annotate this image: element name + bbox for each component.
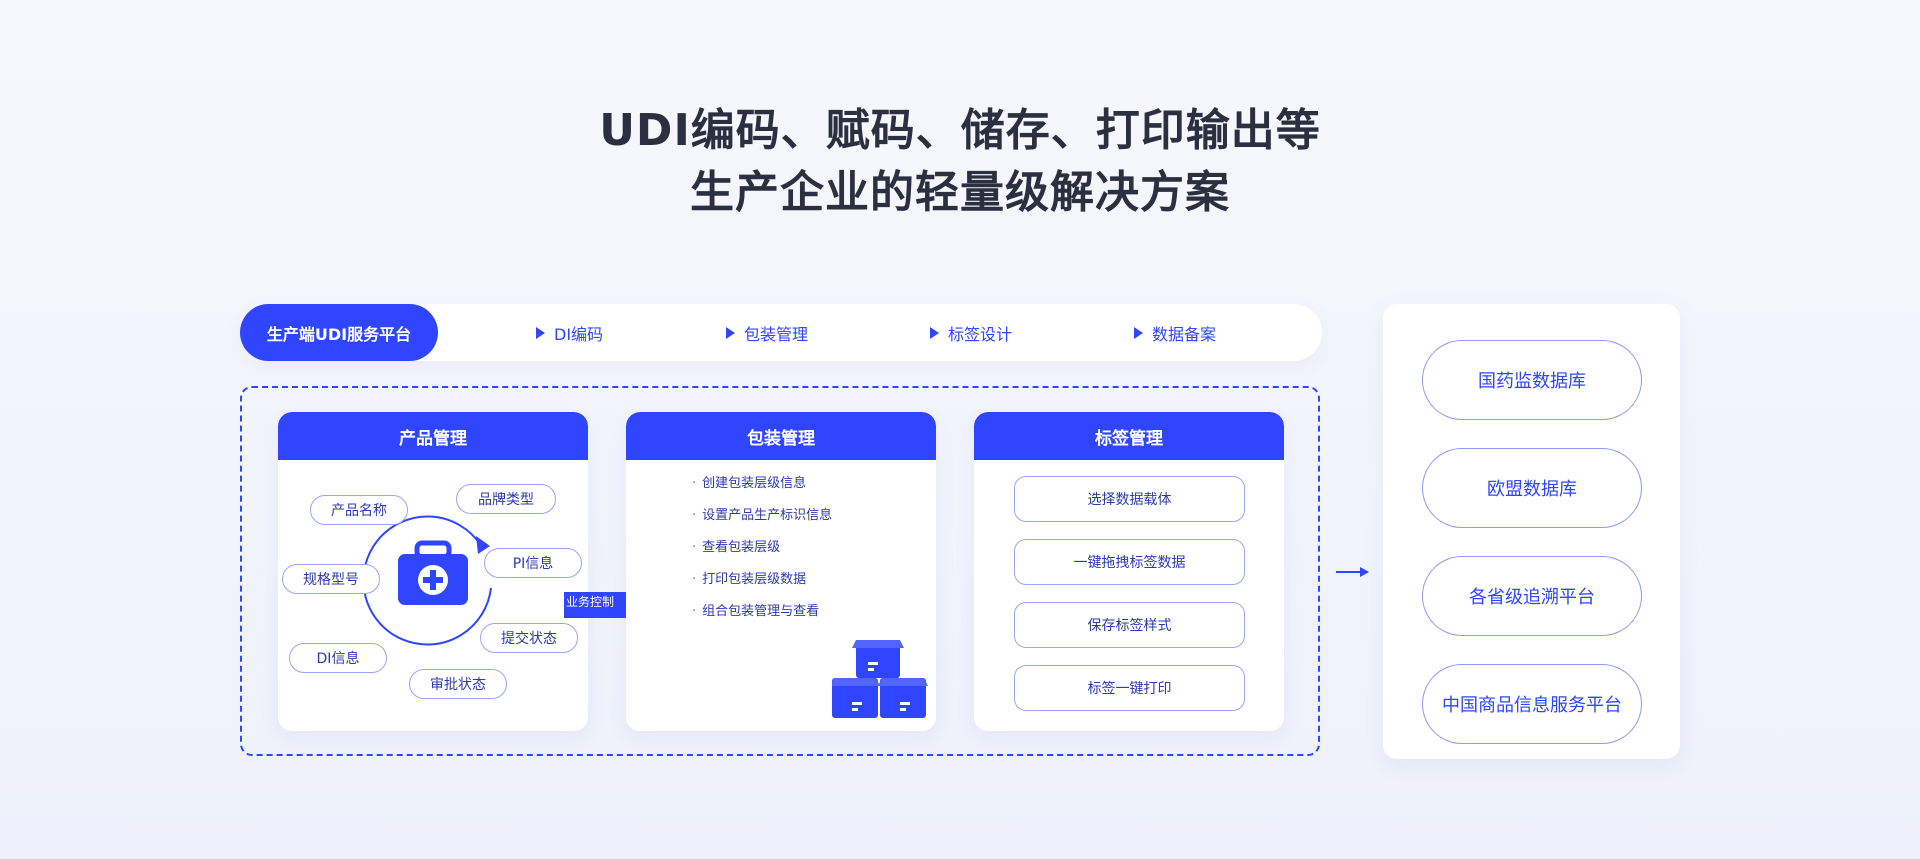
step-label: 标签设计	[948, 324, 1013, 344]
tag-di-info[interactable]: DI信息	[289, 643, 387, 673]
destination-provincial-platform[interactable]: 各省级追溯平台	[1422, 556, 1642, 636]
list-item: ·查看包装层级	[692, 540, 781, 555]
destination-nmpa-database[interactable]: 国药监数据库	[1422, 340, 1642, 420]
tag-product-name[interactable]: 产品名称	[310, 495, 408, 525]
stacked-boxes-icon	[832, 640, 928, 718]
cycle-arrowhead	[476, 536, 490, 554]
step-packaging[interactable]: 包装管理	[726, 304, 808, 361]
medical-kit-icon	[398, 540, 468, 605]
list-item: ·组合包装管理与查看	[692, 604, 820, 619]
product-management-panel: 产品管理 产品名称 品牌类型 规格型号 PI信息 提交状态 DI信息 审批状态	[278, 412, 588, 731]
list-item: ·创建包装层级信息	[692, 476, 807, 491]
list-item: ·设置产品生产标识信息	[692, 508, 833, 523]
platform-frame	[240, 386, 1320, 756]
destination-eu-database[interactable]: 欧盟数据库	[1422, 448, 1642, 528]
headline-line-2: 生产企业的轻量级解决方案	[690, 167, 1230, 218]
step-label-design[interactable]: 标签设计	[930, 304, 1012, 361]
print-label-button[interactable]: 标签一键打印	[1014, 665, 1245, 711]
save-label-style-button[interactable]: 保存标签样式	[1014, 602, 1245, 648]
headline-line-1: UDI编码、赋码、储存、打印输出等	[599, 105, 1321, 156]
panel-title: 包装管理	[626, 412, 936, 460]
step-label: 数据备案	[1152, 324, 1217, 344]
tag-spec-model[interactable]: 规格型号	[282, 564, 380, 594]
packaging-management-panel: 包装管理 ·创建包装层级信息 ·设置产品生产标识信息 ·查看包装层级 ·打印包装…	[626, 412, 936, 731]
right-arrow-icon	[1336, 567, 1369, 577]
tag-approval-status[interactable]: 审批状态	[409, 669, 507, 699]
platform-pill[interactable]: 生产端UDI服务平台	[240, 304, 438, 361]
panel-title: 产品管理	[278, 412, 588, 460]
play-triangle-icon	[726, 326, 735, 339]
destinations-card: 国药监数据库 欧盟数据库 各省级追溯平台 中国商品信息服务平台	[1383, 304, 1680, 759]
play-triangle-icon	[536, 326, 545, 339]
play-triangle-icon	[930, 326, 939, 339]
tag-submit-status[interactable]: 提交状态	[480, 623, 578, 653]
business-control-label: 业务控制	[566, 595, 615, 609]
cycle-ring	[362, 515, 492, 646]
tag-brand-type[interactable]: 品牌类型	[456, 484, 556, 514]
step-di-encoding[interactable]: DI编码	[536, 304, 603, 361]
label-management-panel: 标签管理 选择数据载体 一键拖拽标签数据 保存标签样式 标签一键打印	[974, 412, 1284, 731]
process-bar: 生产端UDI服务平台 DI编码 包装管理 标签设计 数据备案	[240, 304, 1322, 361]
step-data-filing[interactable]: 数据备案	[1134, 304, 1216, 361]
product-cycle-graphic	[362, 515, 492, 646]
step-label: 包装管理	[744, 324, 809, 344]
play-triangle-icon	[1134, 326, 1143, 339]
step-label: DI编码	[554, 324, 604, 344]
select-data-carrier-button[interactable]: 选择数据载体	[1014, 476, 1245, 522]
packaging-feature-list: ·创建包装层级信息 ·设置产品生产标识信息 ·查看包装层级 ·打印包装层级数据 …	[692, 468, 832, 628]
destination-china-goods-platform[interactable]: 中国商品信息服务平台	[1422, 664, 1642, 744]
panel-title: 标签管理	[974, 412, 1284, 460]
headline: UDI编码、赋码、储存、打印输出等 生产企业的轻量级解决方案	[0, 100, 1920, 224]
list-item: ·打印包装层级数据	[692, 572, 807, 587]
drag-label-data-button[interactable]: 一键拖拽标签数据	[1014, 539, 1245, 585]
tag-pi-info[interactable]: PI信息	[484, 548, 582, 578]
